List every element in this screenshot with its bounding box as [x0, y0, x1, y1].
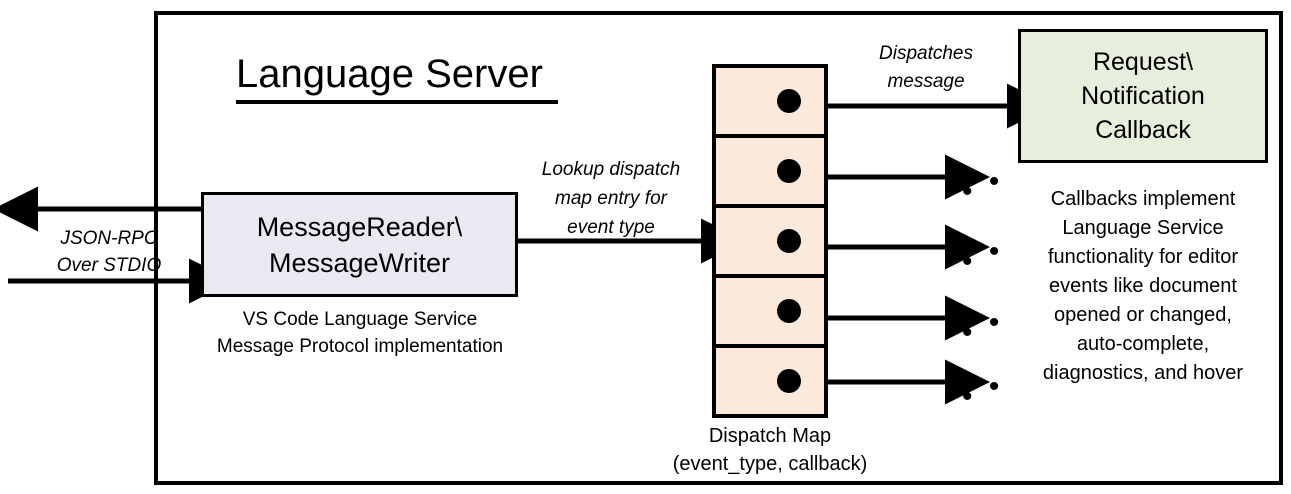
dispatch-entry-dot-icon — [777, 159, 801, 183]
ellipsis-row-3: • • • — [962, 235, 1004, 278]
message-box-caption: VS Code Language Service Message Protoco… — [190, 306, 530, 360]
dispatch-entry-dot-icon — [777, 89, 801, 113]
ellipsis-row-2: • • • — [962, 165, 1004, 208]
dispatch-map-table[interactable] — [712, 64, 828, 418]
dispatch-entry-dot-icon — [777, 299, 801, 323]
callback-caption-line7: diagnostics, and hover — [1042, 362, 1244, 384]
dispatch-entry-dot-icon — [777, 369, 801, 393]
lookup-label-line2: map entry for — [555, 188, 667, 209]
dispatch-map-caption: Dispatch Map (event_type, callback) — [650, 422, 890, 478]
dispatch-map-row-2[interactable] — [716, 138, 824, 208]
lookup-label-line3: event type — [567, 217, 655, 238]
dispatch-message-line2: message — [887, 71, 965, 92]
lookup-label-line1: Lookup dispatch — [541, 159, 681, 180]
dispatch-map-row-5[interactable] — [716, 348, 824, 414]
page-title: Language Server — [236, 50, 558, 104]
message-box-line1: MessageReader\ — [256, 211, 463, 242]
dispatch-message-label: Dispatches message — [836, 40, 1016, 96]
dispatch-entry-dot-icon — [777, 229, 801, 253]
dispatch-message-line1: Dispatches — [879, 43, 973, 64]
dispatch-map-row-4[interactable] — [716, 278, 824, 348]
transport-label-line2: Over STDIO — [56, 255, 162, 276]
callback-caption-line6: auto-complete, — [1076, 333, 1210, 355]
message-box-line2: MessageWriter — [268, 247, 451, 278]
dispatch-map-row-1[interactable] — [716, 68, 824, 138]
callback-caption-line5: opened or changed, — [1054, 304, 1232, 326]
dispatch-map-caption-line2: (event_type, callback) — [672, 453, 868, 475]
callback-caption-line3: functionality for editor — [1047, 246, 1239, 268]
ellipsis-row-5: • • • — [962, 370, 1004, 413]
callback-caption-line1: Callbacks implement — [1050, 188, 1236, 210]
callback-caption-line4: events like document — [1049, 275, 1237, 297]
dispatch-map-row-3[interactable] — [716, 208, 824, 278]
transport-label-line1: JSON-RPC — [60, 228, 158, 249]
message-reader-writer-box[interactable]: MessageReader\ MessageWriter — [201, 192, 518, 297]
lookup-dispatch-label: Lookup dispatch map entry for event type — [516, 155, 706, 242]
callback-caption: Callbacks implement Language Service fun… — [1012, 185, 1274, 388]
request-notification-callback-box[interactable]: Request\ Notification Callback — [1018, 29, 1268, 163]
message-box-caption-line1: VS Code Language Service — [242, 309, 478, 330]
callback-box-line3: Callback — [1095, 116, 1191, 144]
message-box-caption-line2: Message Protocol implementation — [216, 336, 504, 357]
ellipsis-row-4: • • • — [962, 306, 1004, 349]
callback-box-line2: Notification — [1081, 82, 1205, 110]
dispatch-map-caption-line1: Dispatch Map — [708, 425, 832, 447]
language-server-boundary — [154, 11, 1283, 485]
callback-box-line1: Request\ — [1092, 48, 1194, 76]
transport-label: JSON-RPC Over STDIO — [34, 225, 184, 279]
callback-caption-line2: Language Service — [1062, 217, 1224, 239]
